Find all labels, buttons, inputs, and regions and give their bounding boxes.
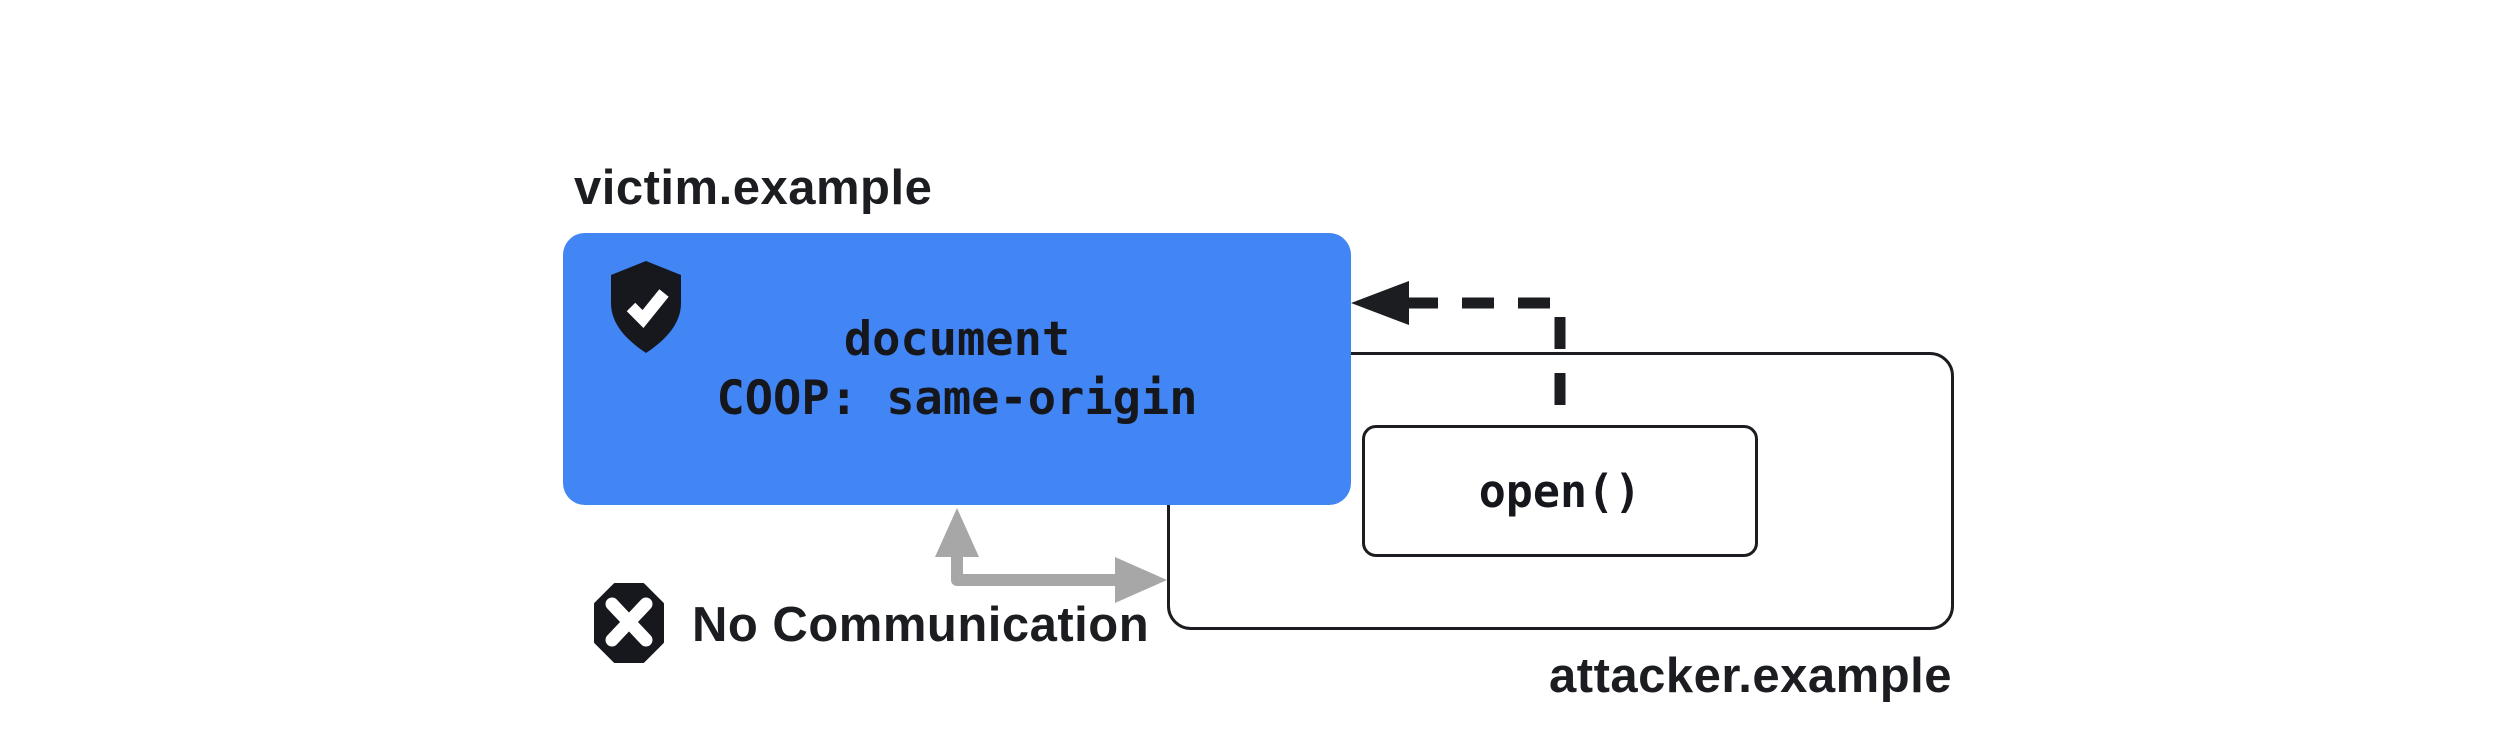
x-octagon-icon [594,583,664,663]
shield-check-icon [611,261,681,353]
gray-elbow-arrow [935,508,1167,603]
attacker-domain-label: attacker.example [1549,649,1952,703]
open-call-label: open() [1478,464,1642,518]
open-call-box: open() [1362,425,1758,557]
victim-coop-header-text: COOP: same-origin [716,371,1198,426]
victim-document-text-line1: document [843,312,1071,367]
victim-document-box: document COOP: same-origin [563,233,1351,505]
no-communication-label: No Communication [692,598,1150,652]
victim-domain-label: victim.example [574,161,933,215]
